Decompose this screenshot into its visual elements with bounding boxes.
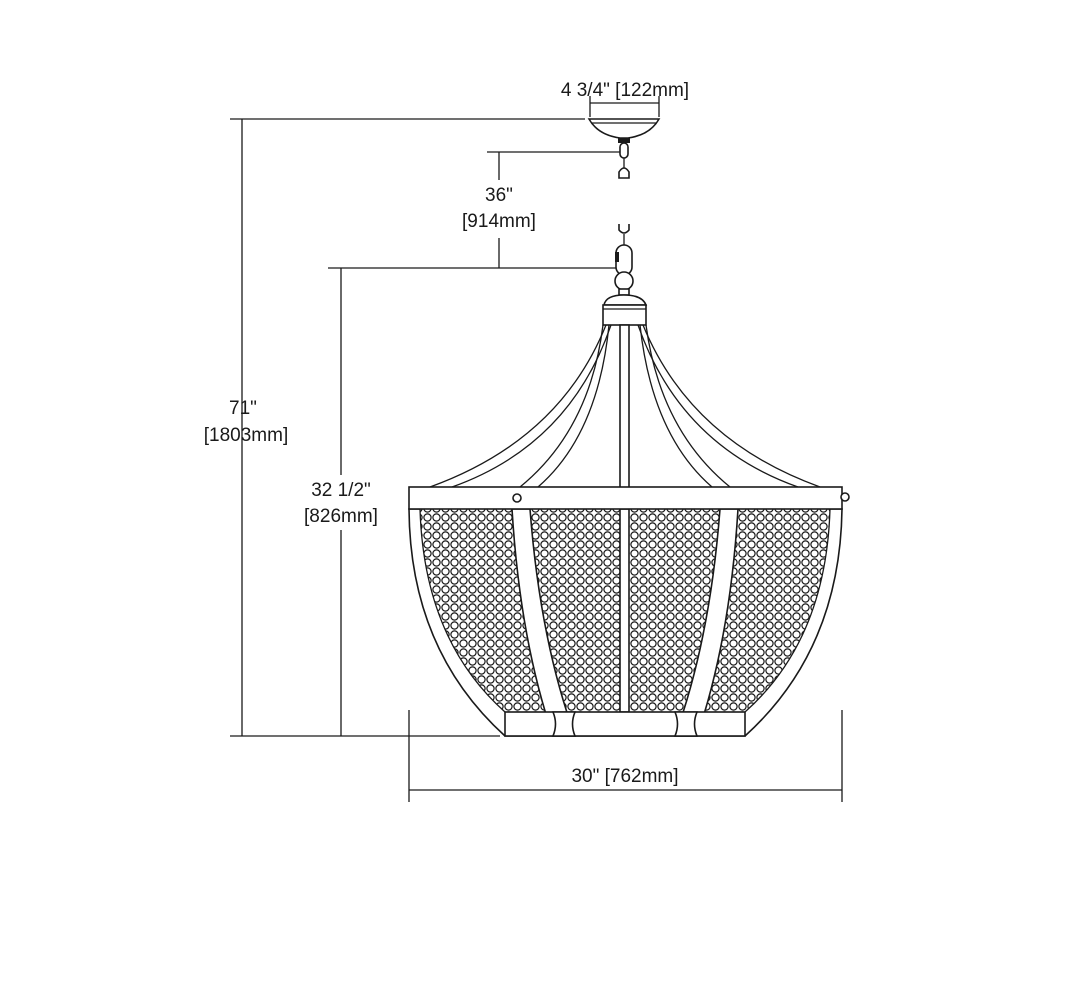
fixture-height-imperial: 32 1/2" [311,480,371,501]
mesh-bowl [408,486,850,737]
fixture-height-metric: [826mm] [304,506,378,527]
chain-length-metric: [914mm] [462,211,536,232]
overall-height-metric: [1803mm] [204,425,288,446]
overall-height-imperial: 71" [229,398,257,419]
hanging-hook [602,224,648,326]
dimension-lines [230,96,843,802]
ceiling-canopy [587,118,661,179]
canopy-width-label: 4 3/4" [122mm] [561,80,689,101]
fixture-width-label: 30" [762mm] [571,766,678,787]
chain-length-imperial: 36" [485,185,513,206]
